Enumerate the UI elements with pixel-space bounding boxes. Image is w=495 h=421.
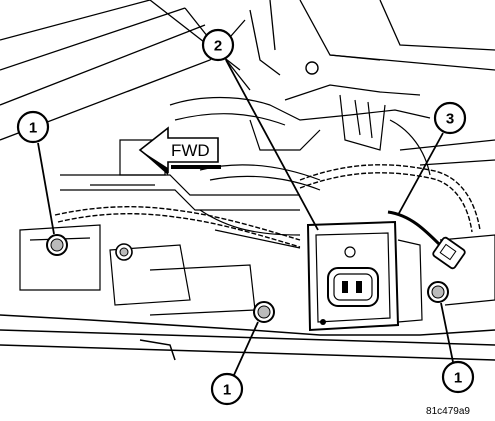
callout-number: 3 (446, 111, 454, 128)
wire-harness (54, 164, 481, 248)
leader-lines (37, 59, 454, 376)
callout-1-bottom-right: 1 (441, 360, 475, 394)
body-structure (0, 0, 495, 141)
mounting-bolt-center (253, 301, 275, 323)
callout-number: 1 (29, 120, 37, 137)
callout-1-bottom-center: 1 (210, 372, 244, 406)
reference-code: 81c479a9 (426, 406, 470, 417)
lower-support (0, 314, 495, 361)
mounting-bolt-extra (115, 61, 319, 261)
fwd-label: FWD (171, 141, 210, 160)
mounting-bolt-left (46, 234, 68, 256)
fwd-direction-arrow: FWD (138, 126, 221, 175)
callout-number: 2 (214, 38, 222, 55)
callout-3: 3 (433, 101, 467, 135)
callout-number: 1 (223, 382, 231, 399)
callout-1-top-left: 1 (16, 110, 50, 144)
component-housing (306, 220, 423, 332)
callout-number: 1 (454, 370, 462, 387)
wire-harness-connector (387, 210, 466, 270)
mounting-bolt-right (427, 281, 449, 303)
callout-2: 2 (201, 28, 235, 62)
